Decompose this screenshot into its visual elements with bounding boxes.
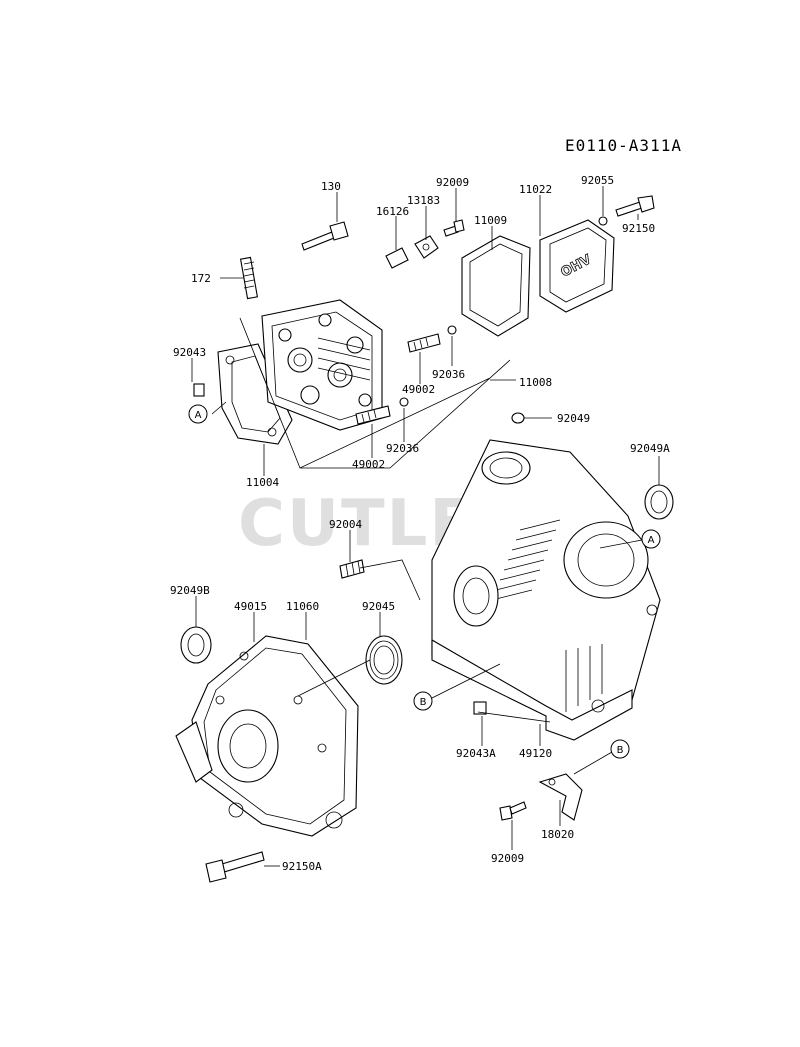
valve-cover-11022: OHV: [539, 219, 615, 313]
label-92004: 92004: [329, 518, 362, 531]
crankcase-cover-11060: [175, 635, 359, 837]
label-92049A: 92049A: [630, 442, 670, 455]
label-11009: 11009: [474, 214, 507, 227]
bolt-92150: [615, 195, 655, 217]
gasket-13183: [414, 235, 439, 259]
label-49120: 49120: [519, 747, 552, 760]
stud-92004: [339, 559, 365, 579]
label-11022: 11022: [519, 183, 552, 196]
label-13183: 13183: [407, 194, 440, 207]
label-172: 172: [191, 272, 211, 285]
label-16126: 16126: [376, 205, 409, 218]
rod-49002-a: [407, 333, 441, 353]
svg-text:B: B: [420, 697, 427, 708]
pin-92043: [193, 383, 205, 397]
label-11008: 11008: [519, 376, 552, 389]
label-92049: 92049: [557, 412, 590, 425]
ref-marker-a-crankcase: A: [641, 529, 661, 549]
pin-16126: [385, 247, 409, 269]
pin-92043A: [473, 701, 487, 715]
label-130: 130: [321, 180, 341, 193]
ref-marker-b-bracket: B: [610, 739, 630, 759]
leader-lines: [191, 186, 660, 867]
svg-text:A: A: [648, 535, 655, 546]
label-92043: 92043: [173, 346, 206, 359]
bolt-92009-bottom: [499, 801, 527, 821]
diagram-code: E0110-A311A: [565, 136, 682, 155]
bearing-92045: [365, 635, 403, 685]
label-92043A: 92043A: [456, 747, 496, 760]
bolt-130: [301, 221, 349, 251]
bracket-18020: [538, 773, 583, 821]
part-labels: 130 172 16126 13183 92009 11009 11022 92…: [170, 174, 670, 873]
label-92009-top: 92009: [436, 176, 469, 189]
bolt-92150A: [205, 851, 265, 883]
label-92150A: 92150A: [282, 860, 322, 873]
label-49002-a: 49002: [402, 383, 435, 396]
rod-49002-b: [355, 405, 391, 425]
svg-text:B: B: [617, 745, 624, 756]
oring-92036-b: [399, 397, 409, 407]
washer-92055: [598, 216, 608, 226]
label-11060: 11060: [286, 600, 319, 613]
label-92045: 92045: [362, 600, 395, 613]
crankcase: [431, 439, 661, 741]
cap-92049: [511, 412, 525, 424]
rocker-gasket-11009: [461, 235, 531, 337]
ref-marker-b-crankcase: B: [413, 691, 433, 711]
label-49015: 49015: [234, 600, 267, 613]
oring-92036-a: [447, 325, 457, 335]
label-92009-bottom: 92009: [491, 852, 524, 865]
label-11004: 11004: [246, 476, 279, 489]
label-92055: 92055: [581, 174, 614, 187]
seal-92049A: [644, 484, 674, 520]
label-92036-a: 92036: [432, 368, 465, 381]
label-92150: 92150: [622, 222, 655, 235]
seal-92049B: [180, 626, 212, 664]
label-92036-b: 92036: [386, 442, 419, 455]
label-92049B: 92049B: [170, 584, 210, 597]
label-18020: 18020: [541, 828, 574, 841]
label-49002-b: 49002: [352, 458, 385, 471]
bolt-92009-top: [443, 219, 465, 237]
svg-text:A: A: [195, 410, 202, 421]
ref-marker-a-head: A: [188, 404, 208, 424]
stud-172: [239, 256, 259, 300]
cylinder-head: [217, 299, 511, 469]
